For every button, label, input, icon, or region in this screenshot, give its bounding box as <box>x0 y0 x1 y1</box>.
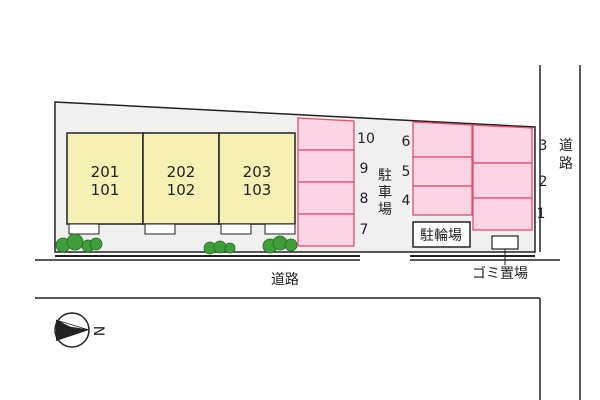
unit-202: 202 <box>167 163 196 181</box>
road-south-label: 道路 <box>271 272 299 288</box>
unit-103: 103 <box>243 181 272 199</box>
stall-number-9: 9 <box>360 161 369 177</box>
parking-stall-1 <box>472 197 533 231</box>
shrub <box>66 233 84 251</box>
building-b: 202 102 <box>142 132 220 225</box>
stall-number-6: 6 <box>402 134 411 150</box>
road-east-label-2: 路 <box>559 156 573 172</box>
parking-left-column <box>297 117 355 247</box>
stall-number-4: 4 <box>402 193 411 209</box>
stall-number-2: 2 <box>539 174 548 190</box>
building-c: 203 103 <box>218 132 296 225</box>
entrance-step <box>68 223 100 235</box>
shrub <box>213 240 227 254</box>
parking-stall-3 <box>472 124 533 164</box>
unit-203: 203 <box>243 163 272 181</box>
parking-label-2: 車 <box>378 184 392 201</box>
bicycle-parking-label: 駐輪場 <box>420 227 462 244</box>
compass-arrow-icon <box>56 320 89 341</box>
stall-number-3: 3 <box>539 138 548 154</box>
shrub <box>89 237 103 251</box>
parking-stall-5 <box>412 156 473 187</box>
unit-201: 201 <box>91 163 120 181</box>
parking-label-1: 駐 <box>378 168 392 184</box>
parking-right-column <box>472 124 533 231</box>
parking-stall-6 <box>412 121 473 158</box>
building-a: 201 101 <box>66 132 144 225</box>
stall-number-5: 5 <box>402 164 411 180</box>
stall-number-1: 1 <box>537 206 546 222</box>
shrubs <box>55 233 298 255</box>
shrub <box>284 238 298 252</box>
parking-stall-10 <box>297 117 355 151</box>
entrance-step <box>220 223 252 235</box>
stall-number-7: 7 <box>360 222 369 238</box>
parking-stall-8 <box>297 181 355 215</box>
road-south <box>35 259 560 400</box>
stall-number-10: 10 <box>357 131 375 147</box>
parking-label-3: 場 <box>378 202 392 218</box>
parking-middle-column <box>412 121 473 216</box>
entrance-step <box>144 223 176 235</box>
parking-stall-4 <box>412 185 473 216</box>
parking-stall-7 <box>297 213 355 247</box>
road-east <box>539 65 581 400</box>
parking-stall-9 <box>297 149 355 183</box>
unit-102: 102 <box>167 181 196 199</box>
road-east-label-1: 道 <box>559 138 573 154</box>
shrub <box>224 242 236 254</box>
shrub <box>272 235 288 251</box>
unit-101: 101 <box>91 181 120 199</box>
bicycle-parking-box <box>412 221 471 248</box>
compass: N <box>54 312 106 348</box>
garbage-box <box>491 235 519 250</box>
compass-north-symbol: N <box>90 326 106 336</box>
stall-number-8: 8 <box>360 191 369 207</box>
garbage-label: ゴミ置場 <box>472 265 528 282</box>
entrance-step <box>264 223 296 235</box>
parking-stall-2 <box>472 162 533 199</box>
